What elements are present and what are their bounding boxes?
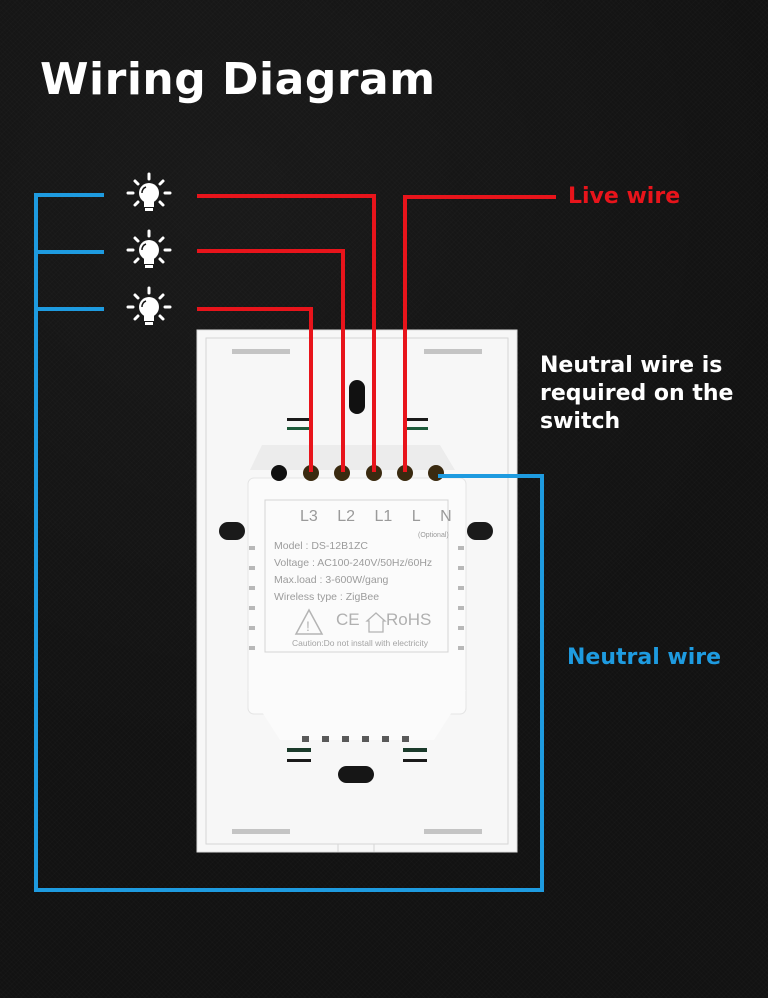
rohs-mark: RoHS	[386, 610, 432, 629]
live-wires	[197, 194, 556, 472]
terminal-label-l1: L1	[374, 508, 393, 525]
neutral-required-note: Neutral wire is required on the switch	[540, 353, 734, 434]
terminal-label-l3: L3	[300, 508, 318, 525]
neutral-wire	[34, 193, 544, 892]
wireless-spec: Wireless type : ZigBee	[274, 591, 380, 603]
optional-note: (Optional)	[418, 532, 449, 539]
light-bulb-icon	[126, 172, 172, 211]
light-bulb-icon	[126, 229, 172, 268]
model-spec: Model : DS-12B1ZC	[274, 540, 368, 552]
terminal-labels: L3 L2 L1 L N	[300, 508, 461, 526]
light-bulb-icon	[126, 286, 172, 325]
svg-text:!: !	[306, 618, 310, 634]
ce-mark: CE	[336, 610, 360, 629]
warning-icon	[294, 608, 324, 635]
page-title: Wiring Diagram	[40, 54, 436, 105]
live-wire-label: Live wire	[568, 184, 681, 209]
terminal-label-l2: L2	[337, 508, 356, 525]
voltage-spec: Voltage : AC100-240V/50Hz/60Hz	[274, 557, 433, 569]
caution-text: Caution:Do not install with electricity	[292, 638, 429, 648]
house-icon	[365, 612, 387, 633]
terminal-label-l: L	[411, 508, 421, 525]
max-load-spec: Max.load : 3-600W/gang	[274, 574, 389, 586]
lamps	[126, 172, 172, 325]
switch-plate: !	[196, 329, 518, 853]
terminal-label-n: N	[440, 508, 452, 525]
neutral-wire-label: Neutral wire	[567, 645, 722, 670]
